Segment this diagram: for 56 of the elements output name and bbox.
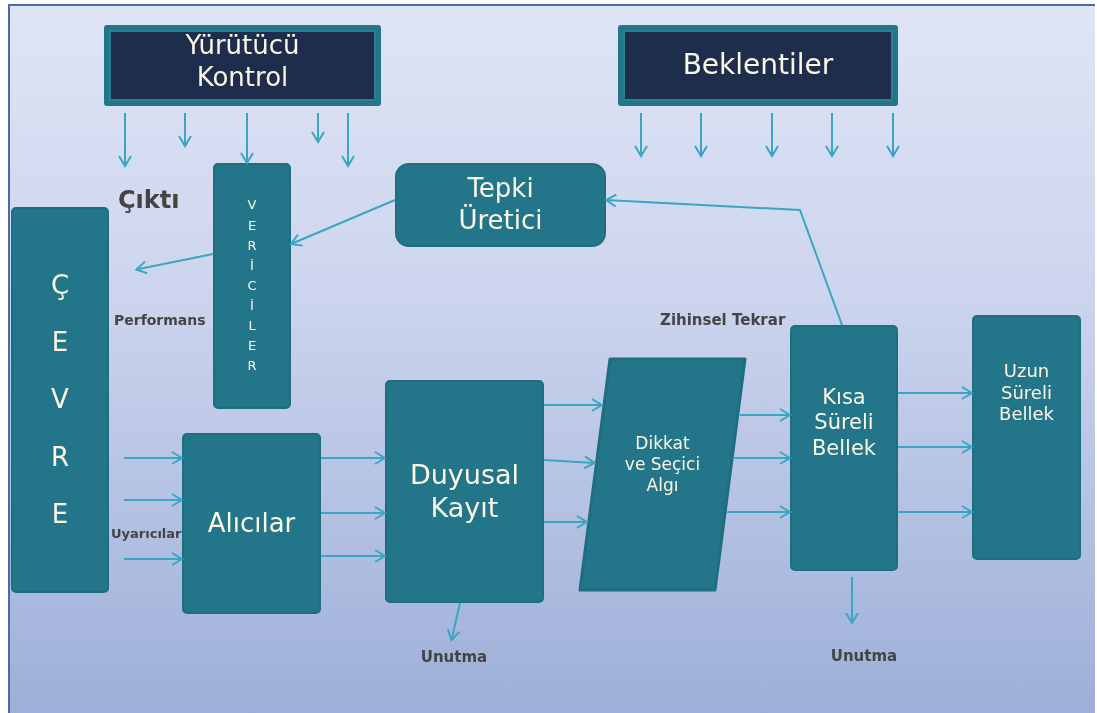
arrow [123,552,183,566]
memory-box [972,315,1081,560]
arrow [341,112,355,167]
process-box [385,380,544,603]
node-text: ÇEVRE [50,269,70,531]
node-text: Beklentiler [682,48,834,83]
arrow [543,515,588,529]
forgetting-label: Unutma [420,647,488,667]
stimuli-label: Uyarıcılar [111,527,182,540]
arrow [726,505,791,519]
arrow [733,451,791,465]
node-text: Uzun Süreli Bellek [998,359,1055,426]
node-text: Kısa Süreli Bellek [810,384,878,462]
arrow [897,440,973,454]
arrow [320,506,386,520]
arrow [135,253,214,275]
node-text: Dikkat ve Seçici Algı [623,433,702,496]
output-label: Çıktı [118,186,180,214]
arrow [738,408,791,422]
node-text: Tepki Üretici [457,173,544,237]
arrow [634,112,648,157]
arrow [605,193,843,326]
arrow [765,112,779,157]
control-box [104,25,381,106]
arrow [543,398,603,412]
arrow [897,386,973,400]
node-text: Duyusal Kayıt [408,458,521,525]
performance-label: Performans [114,312,206,328]
arrow [118,112,132,167]
forgetting-label: Unutma [830,646,898,666]
arrow [845,576,859,624]
expectations-box [618,25,898,106]
process-box [395,163,606,247]
arrow [897,505,973,519]
arrow [311,112,325,143]
rehearsal-label: Zihinsel Tekrar [660,311,786,329]
arrow [886,112,900,157]
node-text: Alıcılar [207,507,296,540]
process-box [182,433,321,614]
arrow [178,112,192,147]
arrow [694,112,708,157]
arrow [825,112,839,157]
process-parallelogram [578,357,747,592]
arrow [123,451,183,465]
arrow [320,451,386,465]
process-box [213,163,291,409]
arrow [240,112,254,164]
arrow [320,549,386,563]
environment-box [11,207,109,593]
node-text: Yürütücü Kontrol [184,29,301,94]
arrow [446,602,461,642]
arrow [543,455,596,470]
memory-box [790,325,898,571]
node-text: VERİCİLER [247,196,257,376]
arrow [123,493,183,507]
arrow [290,199,396,247]
